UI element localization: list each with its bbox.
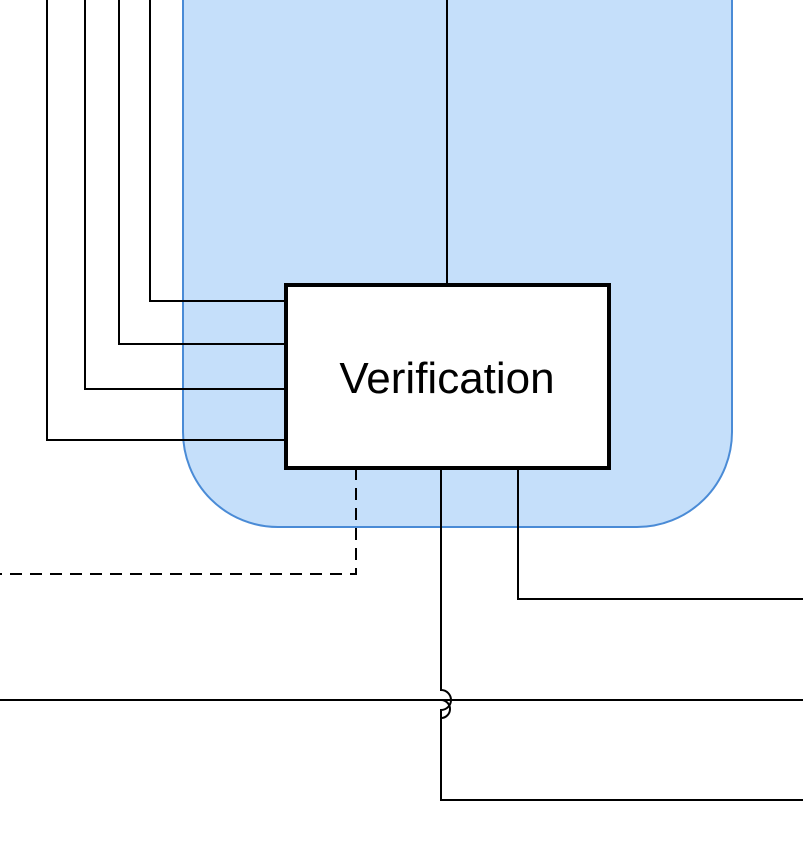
verification-node-label: Verification	[339, 354, 554, 403]
left-input-wire-2	[118, 0, 286, 345]
bottom-dashed-link	[0, 468, 357, 575]
left-input-wire-1	[149, 0, 286, 302]
bottom-center-output-wire	[440, 468, 803, 801]
verification-node[interactable]: Verification	[284, 283, 611, 470]
left-input-wire-3	[84, 0, 286, 390]
left-input-wire-4	[46, 0, 286, 441]
bottom-right-output-wire	[517, 468, 803, 600]
through-line	[0, 699, 803, 719]
verification-node-box	[284, 283, 611, 470]
